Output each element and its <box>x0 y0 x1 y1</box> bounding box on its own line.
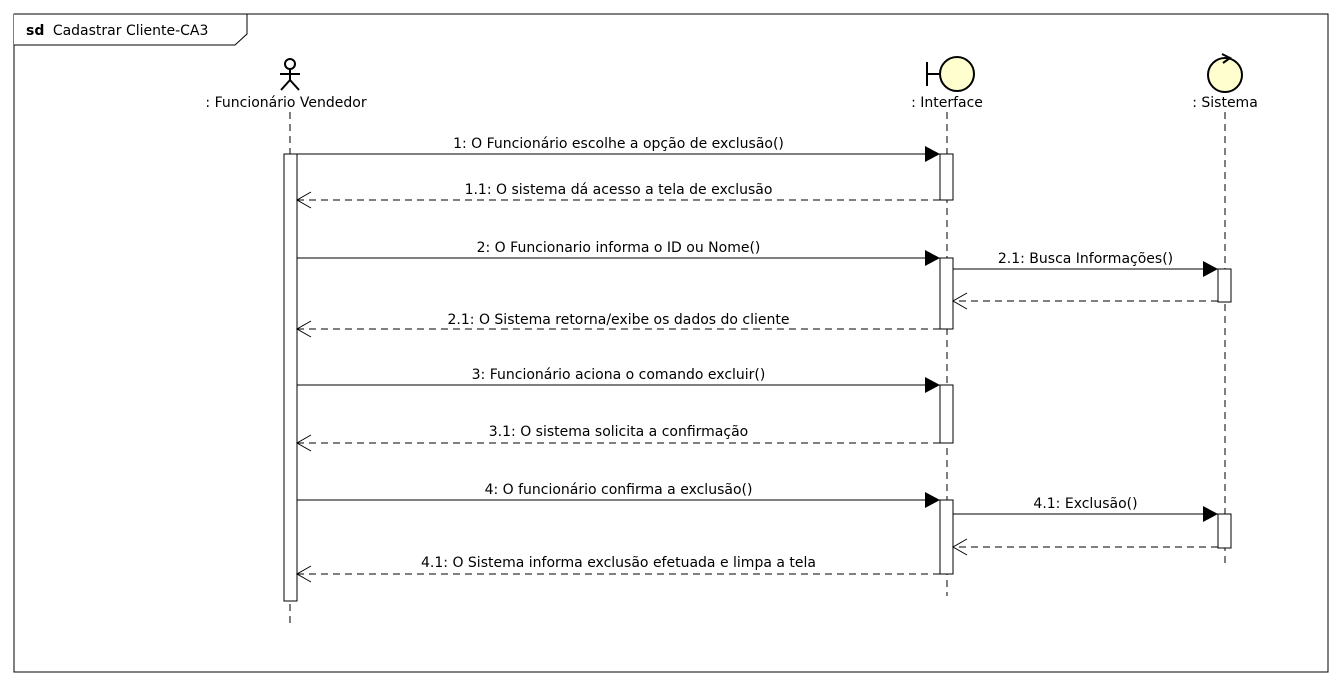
arrowhead-filled-icon <box>925 146 940 162</box>
message-label: 4.1: Exclusão() <box>1033 496 1137 512</box>
message-reply: 2.1: O Sistema retorna/exibe os dados do… <box>295 312 940 338</box>
message-label: 1: O Funcionário escolhe a opção de excl… <box>453 136 784 152</box>
activation-interface <box>939 384 954 444</box>
message-call: 1: O Funcionário escolhe a opção de excl… <box>297 136 940 162</box>
message-call: 2: O Funcionario informa o ID ou Nome() <box>297 240 940 266</box>
message-reply: 3.1: O sistema solicita a confirmação <box>295 424 940 452</box>
arrowhead-filled-icon <box>925 492 940 508</box>
message-label: 2.1: O Sistema retorna/exibe os dados do… <box>448 312 790 328</box>
participant-label-interface: : Interface <box>911 95 983 111</box>
diagram-frame <box>13 13 1329 673</box>
arrowhead-open-icon <box>295 434 312 452</box>
arrowhead-filled-icon <box>1203 506 1218 522</box>
activation-vendedor <box>283 153 298 602</box>
activation-interface <box>939 257 954 330</box>
actor-icon <box>280 58 300 91</box>
message-reply <box>951 292 1218 310</box>
frame-keyword: sd <box>26 23 44 39</box>
control-icon <box>1207 53 1243 93</box>
message-call: 2.1: Busca Informações() <box>953 251 1218 277</box>
message-call: 4.1: Exclusão() <box>953 496 1218 522</box>
message-call: 4: O funcionário confirma a exclusão() <box>297 482 940 508</box>
message-reply: 1.1: O sistema dá acesso a tela de exclu… <box>295 182 940 209</box>
activation-interface <box>939 153 954 201</box>
arrowhead-filled-icon <box>925 377 940 393</box>
message-label: 1.1: O sistema dá acesso a tela de exclu… <box>465 182 773 198</box>
arrowhead-open-icon <box>295 565 312 583</box>
arrowhead-open-icon <box>295 320 312 338</box>
message-call: 3: Funcionário aciona o comando excluir(… <box>297 367 940 393</box>
arrowhead-open-icon <box>951 292 968 310</box>
message-label: 2: O Funcionario informa o ID ou Nome() <box>477 240 761 256</box>
message-label: 2.1: Busca Informações() <box>998 251 1173 267</box>
messages-layer: 1: O Funcionário escolhe a opção de excl… <box>295 136 1218 583</box>
message-label: 3: Funcionário aciona o comando excluir(… <box>472 367 766 383</box>
activation-interface <box>939 499 954 575</box>
arrowhead-filled-icon <box>925 250 940 266</box>
participant-label-vendedor: : Funcionário Vendedor <box>205 95 366 111</box>
message-reply: 4.1: O Sistema informa exclusão efetuada… <box>295 555 940 583</box>
frame-title-text: Cadastrar Cliente-CA3 <box>53 23 209 39</box>
boundary-icon <box>926 56 975 92</box>
participant-label-sistema: : Sistema <box>1192 95 1258 111</box>
arrowhead-open-icon <box>295 191 312 209</box>
frame-tab <box>14 13 248 46</box>
message-label: 4: O funcionário confirma a exclusão() <box>485 482 753 498</box>
message-label: 3.1: O sistema solicita a confirmação <box>489 424 748 440</box>
activation-sistema <box>1217 268 1232 303</box>
arrowhead-filled-icon <box>1203 261 1218 277</box>
message-reply <box>951 538 1218 556</box>
frame-title: sd Cadastrar Cliente-CA3 <box>26 23 208 39</box>
arrowhead-open-icon <box>951 538 968 556</box>
message-label: 4.1: O Sistema informa exclusão efetuada… <box>421 555 816 571</box>
activation-sistema <box>1217 513 1232 549</box>
